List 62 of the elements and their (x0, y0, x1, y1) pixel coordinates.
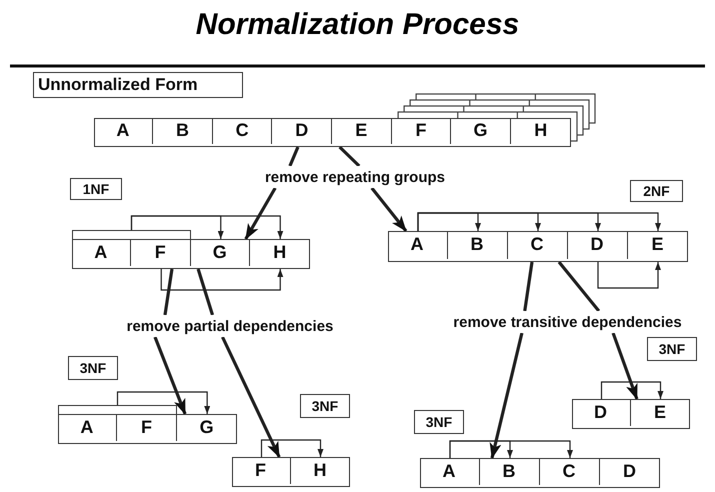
field-cell: D (572, 398, 630, 426)
diagram-title: Normalization Process (194, 8, 520, 42)
arrow (116, 391, 210, 414)
field-cell: G (190, 238, 250, 266)
field-cell: B (480, 458, 540, 484)
table-record (58, 414, 237, 444)
form-tag: Unnormalized Form (33, 72, 243, 98)
table-record (232, 457, 350, 487)
field-cell: F (232, 456, 290, 484)
arrow (370, 187, 408, 232)
arrow (449, 440, 573, 458)
table-record (94, 118, 571, 147)
field-cell: C (540, 458, 600, 484)
arrow (244, 187, 277, 240)
field-cell: F (392, 118, 452, 144)
arrow (417, 212, 661, 231)
field-cell: H (510, 118, 570, 144)
field-cell: B (448, 230, 508, 258)
field-cell: G (451, 118, 511, 144)
field-cell: F (131, 238, 190, 266)
arrow (260, 439, 324, 457)
arrow (221, 336, 281, 458)
form-tag: 1NF (70, 178, 122, 200)
field-cell: C (508, 230, 568, 258)
table-record (420, 458, 660, 488)
field-cell: F (117, 414, 177, 440)
field-cell: A (420, 458, 480, 484)
connector-line (523, 262, 534, 312)
field-cell: C (212, 118, 272, 144)
form-tag: 3NF (647, 337, 697, 361)
connector-line (558, 261, 600, 312)
form-tag: 3NF (68, 356, 118, 380)
field-cell: E (628, 230, 688, 258)
field-cell: H (250, 238, 310, 266)
arrow (600, 381, 664, 399)
field-cell: A (58, 414, 118, 440)
field-cell: E (332, 118, 392, 144)
table-record (388, 231, 688, 262)
connector-line (163, 268, 174, 316)
connector-line (338, 146, 360, 168)
field-cell: A (72, 238, 131, 266)
field-cell: A (388, 230, 448, 258)
arrow (490, 332, 524, 459)
arrow (160, 269, 284, 291)
field-cell: D (568, 230, 628, 258)
arrow (130, 215, 284, 239)
field-cell: H (290, 456, 350, 484)
form-tag: 2NF (630, 180, 683, 202)
arrow (612, 332, 638, 400)
arrow (154, 336, 187, 415)
form-tag: 3NF (300, 394, 350, 418)
field-cell: B (153, 118, 213, 144)
field-cell: D (600, 458, 660, 484)
form-tag: 3NF (414, 410, 464, 434)
field-cell: A (94, 118, 154, 144)
connector-line (288, 146, 300, 167)
field-cell: G (176, 414, 236, 440)
field-cell: D (272, 118, 332, 144)
field-cell: E (630, 398, 690, 426)
connector-line (196, 268, 214, 316)
table-record (572, 399, 690, 429)
table-record (72, 239, 310, 269)
